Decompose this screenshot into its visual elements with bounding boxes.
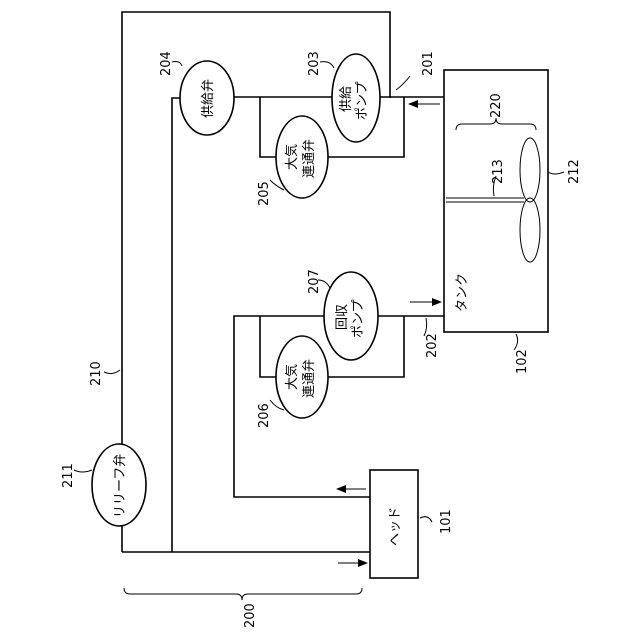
recovery-pump: 回収 ポンプ	[324, 272, 378, 360]
atm-valve-upper: 大気 連通弁	[276, 116, 328, 198]
recovery-arrow-icon	[410, 298, 442, 306]
ref-211: 211	[61, 463, 76, 488]
relief-valve-label: リリーフ弁	[113, 454, 128, 518]
ref-203: 203	[307, 51, 322, 76]
ref-101: 101	[439, 509, 454, 534]
ref-102: 102	[515, 349, 530, 374]
atm-valve-upper-label-2: 連通弁	[302, 139, 317, 178]
supply-valve-line	[172, 98, 180, 552]
head-in-arrow-icon	[338, 559, 368, 567]
atm-valve-upper-label-1: 大気	[284, 144, 300, 170]
system-brace	[124, 588, 362, 600]
atm-valve-lower: 大気 連通弁	[276, 336, 328, 418]
ref-213: 213	[491, 159, 506, 184]
supply-pump-label-1: 供給	[339, 86, 354, 112]
head-out-arrow-icon	[336, 485, 366, 493]
supply-pump-label-2: ポンプ	[355, 81, 370, 120]
ref-212: 212	[567, 159, 582, 184]
ref-204: 204	[159, 51, 174, 76]
ref-205: 205	[257, 181, 272, 206]
recovery-pump-label-1: 回収	[335, 304, 350, 330]
atm-valve-lower-label-2: 連通弁	[302, 359, 317, 398]
upper-atm-loop	[260, 97, 276, 157]
head-label: ヘッド	[388, 507, 403, 546]
ref-220: 220	[489, 93, 504, 118]
ref-206: 206	[257, 403, 272, 428]
supply-pump: 供給 ポンプ	[332, 54, 380, 142]
atm-valve-lower-label-1: 大気	[284, 364, 300, 390]
ref-201: 201	[421, 51, 436, 76]
ref-200: 200	[243, 603, 258, 628]
supply-valve: 供給弁	[180, 61, 234, 135]
lower-atm-loop	[260, 316, 276, 377]
supply-arrow-icon	[408, 100, 440, 108]
tank-label: タンク	[455, 273, 470, 312]
recovery-pump-label-2: ポンプ	[351, 299, 366, 338]
ref-207: 207	[307, 269, 322, 294]
ref-210: 210	[89, 361, 104, 386]
supply-valve-label: 供給弁	[201, 79, 216, 118]
ref-202: 202	[425, 333, 440, 358]
relief-valve: リリーフ弁	[92, 444, 146, 526]
head: ヘッド	[370, 470, 418, 578]
